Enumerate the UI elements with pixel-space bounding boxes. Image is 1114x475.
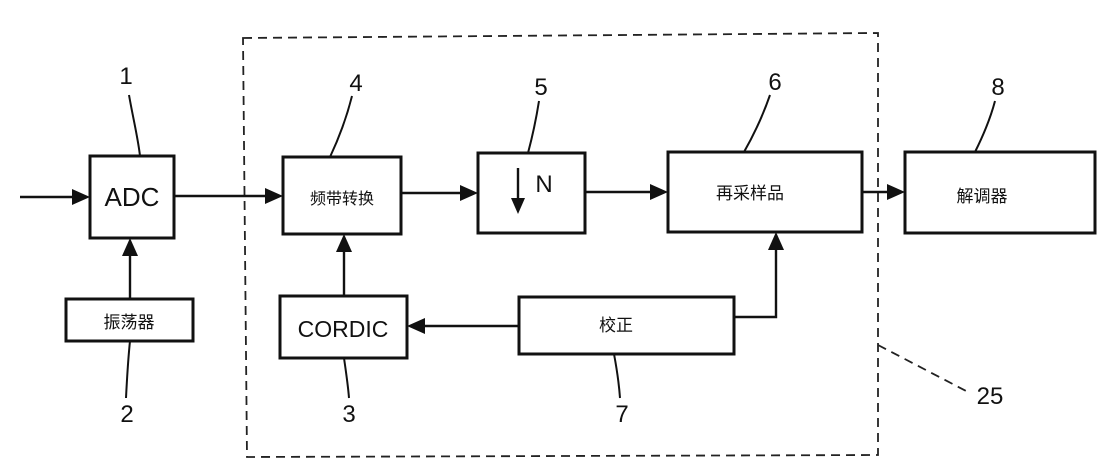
- correction-label: 校正: [599, 316, 633, 336]
- arrowhead-icon: [460, 185, 478, 201]
- adc-label: ADC: [105, 182, 160, 212]
- leader-5: [527, 100, 540, 154]
- leader-4: [329, 95, 353, 158]
- oscillator-label: 振荡器: [104, 313, 155, 333]
- ref-number-2: 2: [120, 401, 133, 428]
- cordic-block: [278, 294, 409, 360]
- ref-number-1: 1: [119, 63, 132, 90]
- leader-1: [128, 94, 141, 157]
- demodulator-label: 解调器: [957, 187, 1008, 207]
- arrowhead-icon: [336, 234, 352, 252]
- arrowhead-icon: [407, 318, 425, 334]
- band-conversion-label: 频带转换: [310, 189, 374, 208]
- arrowhead-icon: [122, 238, 138, 256]
- ref-number-5: 5: [534, 74, 547, 101]
- resampler-label: 再采样品: [716, 184, 784, 204]
- correction-block: [517, 295, 736, 356]
- leader-2: [125, 340, 131, 399]
- ref-number-25: 25: [977, 383, 1004, 410]
- ref-number-8: 8: [991, 74, 1004, 101]
- module-25-boundary: [242, 32, 879, 458]
- ref-number-6: 6: [768, 69, 781, 96]
- demodulator-block: [903, 150, 1097, 235]
- ref-number-4: 4: [349, 70, 362, 97]
- decimator-label: N: [535, 171, 552, 198]
- correction-to-resampler-line: [734, 248, 778, 319]
- leader-6: [743, 94, 771, 153]
- band-conversion-block: [281, 155, 403, 236]
- cordic-label: CORDIC: [298, 316, 389, 342]
- arrowhead-icon: [650, 184, 668, 200]
- leader-7: [613, 353, 621, 399]
- ref-number-7: 7: [615, 401, 628, 428]
- ref-number-3: 3: [342, 401, 355, 428]
- decimator-block: [476, 151, 587, 235]
- arrowhead-icon: [72, 189, 90, 205]
- down-arrow-icon: [511, 198, 525, 214]
- leader-8: [974, 100, 996, 153]
- arrowhead-icon: [265, 188, 283, 204]
- leader-3: [343, 357, 350, 399]
- arrowhead-icon: [887, 184, 905, 200]
- arrowhead-icon: [768, 232, 784, 250]
- module-25-leader: [877, 344, 969, 393]
